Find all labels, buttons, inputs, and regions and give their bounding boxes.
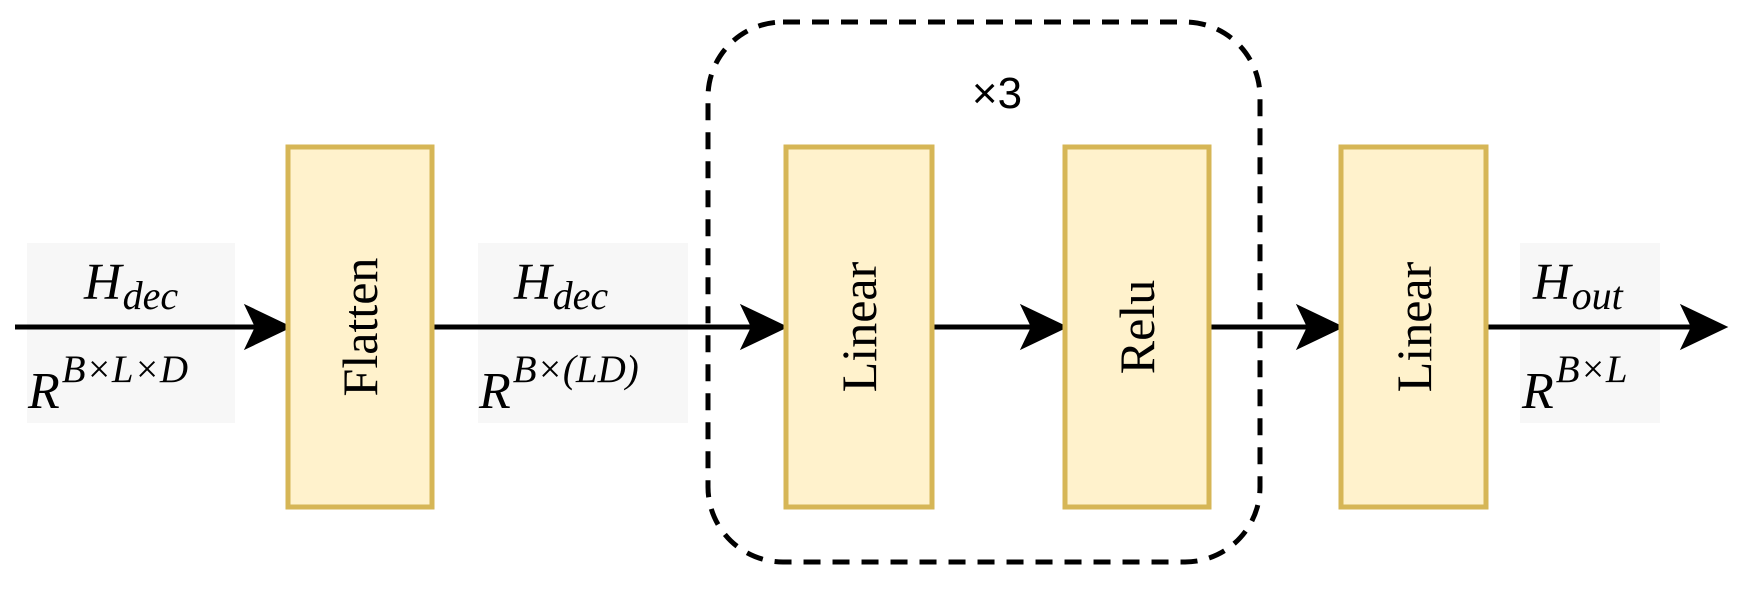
input-space-shape: B×L×D [62, 348, 188, 391]
linear-to-relu-arrowhead [1019, 303, 1069, 351]
relu-block-box [1062, 144, 1212, 510]
flattened-tensor-subscript: dec [553, 273, 609, 318]
flatten-block[interactable]: Flatten [285, 144, 435, 510]
flattened-tensor-name: Hdec [513, 254, 608, 318]
relu-to-linear-arrowhead [1295, 303, 1345, 351]
output-linear-block[interactable]: Linear [1338, 144, 1489, 510]
output-tensor-subscript: out [1572, 273, 1624, 318]
flattened-space-shape: B×(LD) [513, 348, 639, 391]
linear-block-box [783, 144, 935, 510]
output-arrowhead [1679, 303, 1729, 351]
flattened-tensor-space: RB×(LD) [478, 348, 639, 420]
output-label-background [1520, 243, 1660, 423]
input-space-symbol: R [27, 363, 60, 420]
output-linear-block-label: Linear [1386, 261, 1442, 392]
flattened-space-symbol: R [478, 363, 511, 420]
linear-block[interactable]: Linear [783, 144, 935, 510]
input-tensor-subscript: dec [123, 273, 179, 318]
input-arrowhead [243, 303, 293, 351]
input-label-background [27, 243, 235, 423]
input-tensor-name: Hdec [83, 254, 178, 318]
input-tensor-symbol: H [83, 254, 124, 311]
output-space-symbol: R [1521, 363, 1554, 420]
input-tensor-space: RB×L×D [27, 348, 188, 420]
flatten-block-label: Flatten [332, 258, 388, 397]
linear-block-label: Linear [831, 261, 887, 392]
repeat-group-box[interactable] [705, 19, 1263, 565]
flatten-block-box [285, 144, 435, 510]
repeat-count-label: ×3 [972, 69, 1022, 118]
flatten-to-linear-arrowhead [739, 303, 789, 351]
flattened-tensor-symbol: H [513, 254, 554, 311]
relu-block[interactable]: Relu [1062, 144, 1212, 510]
output-tensor-space: RB×L [1521, 348, 1628, 420]
output-tensor-name: Hout [1532, 254, 1624, 318]
output-space-shape: B×L [1556, 348, 1628, 391]
flattened-label-background [478, 243, 688, 423]
relu-block-label: Relu [1109, 280, 1165, 374]
output-linear-block-box [1338, 144, 1489, 510]
output-tensor-symbol: H [1532, 254, 1573, 311]
